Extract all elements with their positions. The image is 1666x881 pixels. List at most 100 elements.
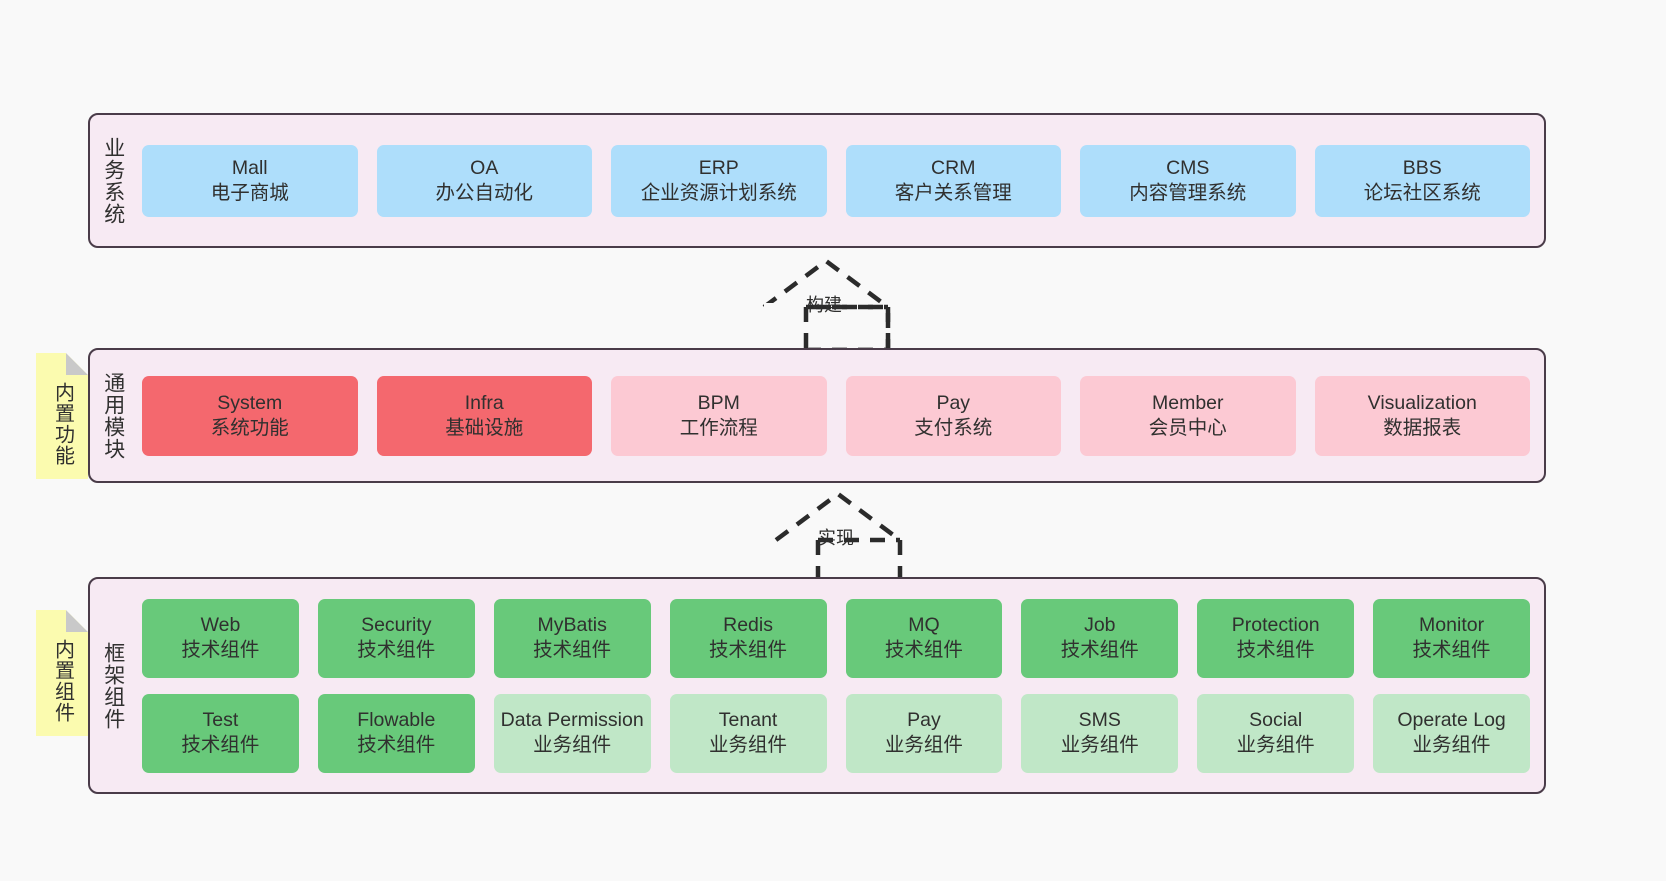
node-mq[interactable]: MQ 技术组件	[845, 598, 1003, 678]
connector-label-build: 构建	[806, 295, 842, 315]
node-subtitle: 技术组件	[533, 639, 612, 661]
node-oa[interactable]: OA 办公自动化	[376, 144, 592, 217]
node-mybatis[interactable]: MyBatis 技术组件	[493, 598, 651, 678]
node-subtitle: 技术组件	[1236, 639, 1315, 661]
node-title: BBS	[1402, 156, 1442, 179]
node-subtitle: 客户关系管理	[894, 181, 1012, 204]
node-title: Pay	[936, 391, 971, 414]
node-bbs[interactable]: BBS 论坛社区系统	[1314, 144, 1530, 217]
node-subtitle: 技术组件	[357, 734, 436, 756]
node-subtitle: 技术组件	[1412, 639, 1491, 661]
node-title: Pay	[907, 709, 941, 732]
node-web[interactable]: Web 技术组件	[142, 598, 299, 678]
node-title: Protection	[1231, 614, 1320, 637]
node-title: CMS	[1166, 156, 1210, 179]
node-protection[interactable]: Protection 技术组件	[1197, 598, 1355, 678]
generalization-arrow-icon	[760, 258, 891, 354]
node-title: Operate Log	[1397, 709, 1506, 732]
layer-body-common: System 系统功能 Infra 基础设施 BPM 工作流程 Pay 支付系统…	[136, 350, 1544, 481]
node-subtitle: 业务组件	[1412, 734, 1491, 756]
layer-title-common: 通用模块	[101, 371, 125, 460]
node-monitor[interactable]: Monitor 技术组件	[1373, 598, 1530, 678]
node-subtitle: 业务组件	[533, 734, 612, 756]
node-subtitle: 支付系统	[914, 416, 993, 439]
node-subtitle: 技术组件	[181, 734, 260, 756]
node-subtitle: 数据报表	[1383, 416, 1462, 439]
node-subtitle: 业务组件	[709, 734, 788, 756]
layer-framework-component: 框架组件 Web 技术组件 Security 技术组件 MyBatis 技术组件…	[88, 577, 1546, 794]
layer-body-framework: Web 技术组件 Security 技术组件 MyBatis 技术组件 Redi…	[136, 579, 1544, 792]
node-bpm[interactable]: BPM 工作流程	[611, 375, 827, 456]
node-test[interactable]: Test 技术组件	[142, 693, 299, 773]
node-erp[interactable]: ERP 企业资源计划系统	[611, 144, 827, 217]
connector-build: 构建	[744, 255, 944, 355]
node-title: CRM	[931, 156, 976, 179]
node-title: MyBatis	[537, 614, 607, 637]
node-title: Web	[200, 614, 241, 637]
node-flowable[interactable]: Flowable 技术组件	[317, 693, 475, 773]
layer-common-module: 通用模块 System 系统功能 Infra 基础设施 BPM 工作流程 Pay…	[88, 348, 1546, 483]
node-title: Security	[361, 614, 432, 637]
node-security[interactable]: Security 技术组件	[317, 598, 475, 678]
node-subtitle: 技术组件	[1060, 639, 1139, 661]
node-title: Member	[1151, 391, 1224, 414]
node-job[interactable]: Job 技术组件	[1021, 598, 1179, 678]
node-pay-module[interactable]: Pay 支付系统	[845, 375, 1061, 456]
node-title: Data Permission	[500, 709, 644, 732]
node-sms[interactable]: SMS 业务组件	[1021, 693, 1179, 773]
note-builtin-component: 内置组件	[36, 610, 88, 736]
node-redis[interactable]: Redis 技术组件	[669, 598, 827, 678]
node-title: Tenant	[718, 709, 778, 732]
layer-row: Web 技术组件 Security 技术组件 MyBatis 技术组件 Redi…	[142, 598, 1530, 678]
node-mall[interactable]: Mall 电子商城	[142, 144, 358, 217]
node-subtitle: 论坛社区系统	[1363, 181, 1481, 204]
node-subtitle: 办公自动化	[435, 181, 533, 204]
node-title: Visualization	[1367, 391, 1477, 414]
node-cms[interactable]: CMS 内容管理系统	[1080, 144, 1296, 217]
node-subtitle: 企业资源计划系统	[640, 181, 797, 204]
note-fold-corner-icon	[66, 353, 88, 375]
layer-row: Test 技术组件 Flowable 技术组件 Data Permission …	[142, 693, 1530, 773]
node-title: Flowable	[357, 709, 436, 732]
layer-title-business: 业务系统	[101, 136, 125, 225]
node-title: OA	[470, 156, 499, 179]
node-title: Redis	[723, 614, 773, 637]
node-tenant[interactable]: Tenant 业务组件	[669, 693, 827, 773]
node-title: Social	[1249, 709, 1303, 732]
node-title: Monitor	[1419, 614, 1485, 637]
node-title: Test	[202, 709, 239, 732]
node-social[interactable]: Social 业务组件	[1197, 693, 1355, 773]
node-title: Job	[1084, 614, 1116, 637]
note-fold-corner-icon	[66, 610, 88, 632]
node-subtitle: 基础设施	[445, 416, 524, 439]
node-title: Mall	[231, 156, 268, 179]
node-title: ERP	[698, 156, 739, 179]
node-subtitle: 技术组件	[709, 639, 788, 661]
node-subtitle: 系统功能	[210, 416, 289, 439]
node-crm[interactable]: CRM 客户关系管理	[845, 144, 1061, 217]
node-infra[interactable]: Infra 基础设施	[376, 375, 592, 456]
note-label: 内置组件	[51, 639, 74, 723]
layer-business-system: 业务系统 Mall 电子商城 OA 办公自动化 ERP 企业资源计划系统 CRM…	[88, 113, 1546, 248]
node-subtitle: 技术组件	[884, 639, 963, 661]
layer-title-framework: 框架组件	[101, 641, 125, 730]
generalization-arrow-icon	[774, 491, 903, 586]
node-subtitle: 技术组件	[181, 639, 260, 661]
node-pay-component[interactable]: Pay 业务组件	[845, 693, 1003, 773]
node-visualization[interactable]: Visualization 数据报表	[1314, 375, 1530, 456]
node-title: MQ	[908, 614, 940, 637]
note-builtin-function: 内置功能	[36, 353, 88, 479]
node-subtitle: 内容管理系统	[1129, 181, 1247, 204]
node-data-permission[interactable]: Data Permission 业务组件	[493, 693, 651, 773]
node-subtitle: 工作流程	[679, 416, 758, 439]
connector-label-implement: 实现	[818, 528, 854, 548]
node-title: Infra	[464, 391, 504, 414]
note-label: 内置功能	[51, 382, 74, 466]
node-system[interactable]: System 系统功能	[142, 375, 358, 456]
node-subtitle: 业务组件	[1236, 734, 1315, 756]
node-subtitle: 业务组件	[884, 734, 963, 756]
node-member[interactable]: Member 会员中心	[1080, 375, 1296, 456]
node-subtitle: 技术组件	[357, 639, 436, 661]
node-title: System	[217, 391, 283, 414]
node-operate-log[interactable]: Operate Log 业务组件	[1373, 693, 1530, 773]
